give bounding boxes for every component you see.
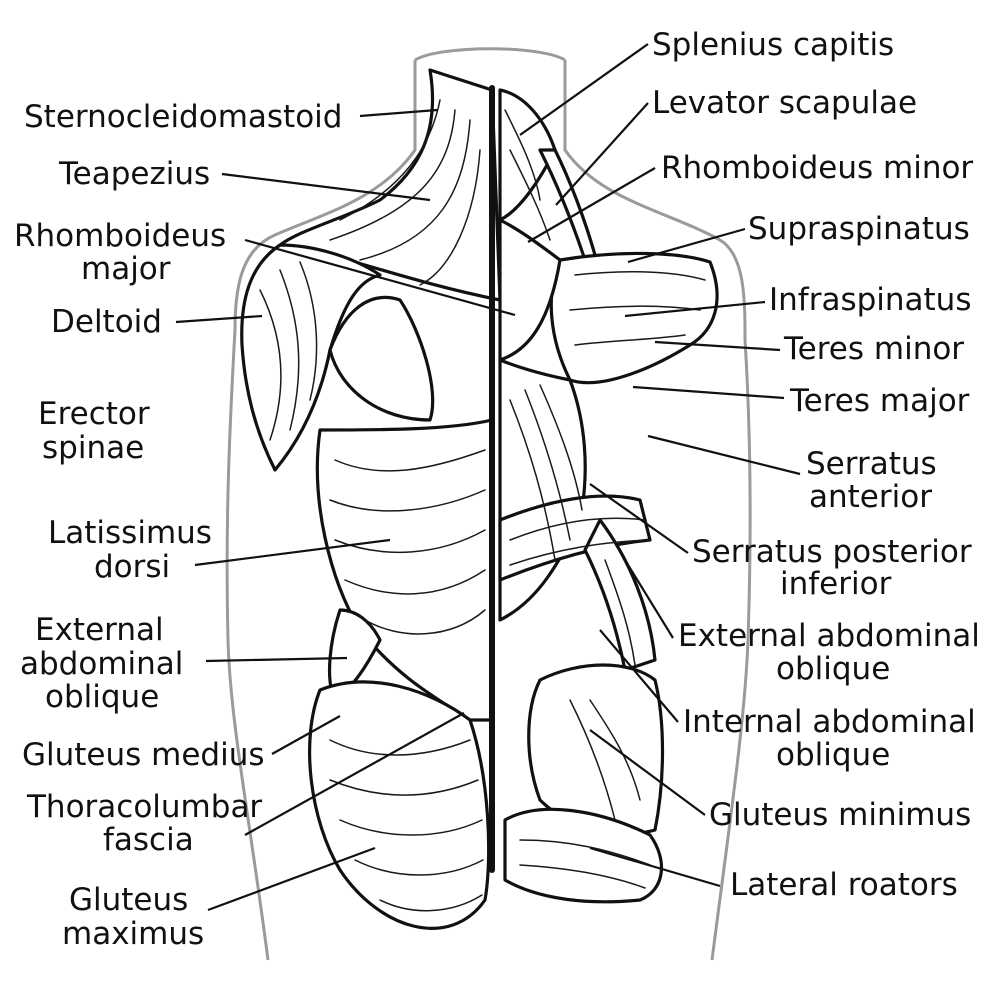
label-external-abdominal-oblique-right-line2: oblique [776,651,890,687]
label-gluteus-medius: Gluteus medius [22,737,265,773]
label-internal-abdominal-oblique-line2: oblique [776,737,890,773]
label-erector-spinae-line2: spinae [42,430,144,466]
leader-gluteus-minimus [589,729,706,816]
label-rhomboideus-major-line2: major [81,251,171,287]
leader-deltoid [175,314,263,324]
label-deltoid: Deltoid [51,304,162,340]
left-labels: Sternocleidomastoid Teapezius Rhomboideu… [14,99,342,952]
leader-thoracolumbar-fascia [244,712,465,836]
label-infraspinatus: Infraspinatus [769,282,971,318]
scapula-region [328,295,435,422]
label-supraspinatus: Supraspinatus [748,211,970,247]
label-serratus-posterior-inferior-line1: Serratus posterior [692,534,972,570]
label-external-abdominal-oblique-right-line1: External abdominal [678,618,980,654]
leader-gluteus-maximus [207,846,376,912]
leader-latissimus-dorsi [194,538,391,567]
label-gluteus-maximus-line1: Gluteus [69,882,188,918]
right-muscle-group [498,88,719,904]
leader-external-oblique-right [624,559,674,639]
label-serratus-anterior-line2: anterior [809,479,932,515]
levator-shape [538,148,597,262]
scapula-right-shape [549,251,719,385]
label-serratus-posterior-inferior-line2: inferior [780,566,892,602]
label-teapezius: Teapezius [58,156,210,192]
lateral-rotators-shape [503,807,664,904]
label-lateral-roators: Lateral roators [730,867,958,903]
leader-lateral-roators [589,846,721,888]
label-serratus-anterior-line1: Serratus [806,446,937,482]
label-internal-abdominal-oblique-line1: Internal abdominal [683,704,976,740]
left-muscle-group [240,68,502,930]
rhomboids-right-shape [498,218,562,362]
leader-supraspinatus [627,227,746,264]
label-external-abdominal-oblique-left-line2: abdominal [20,646,183,682]
leader-rhomboideus-major [244,238,516,317]
label-rhomboideus-major-line1: Rhomboideus [14,218,226,254]
leader-splenius-capitis [519,43,649,136]
label-teres-major: Teres major [789,383,970,419]
label-external-abdominal-oblique-left-line1: External [35,612,164,648]
leader-lines [175,43,801,912]
label-sternocleidomastoid: Sternocleidomastoid [24,99,342,135]
gluteus-minimus-shape [527,663,665,836]
gluteus-maximus-shape [307,680,491,930]
leader-sternocleidomastoid [359,108,438,118]
serratus-posterior-shape [498,494,652,582]
label-teres-minor: Teres minor [783,331,964,367]
leader-gluteus-medius [271,715,341,755]
leader-teapezius [221,172,431,202]
leader-rhomboideus-minor [527,167,656,243]
label-splenius-capitis: Splenius capitis [652,27,894,63]
trapezius-shape [278,68,502,302]
latissimus-dorsi-shape [315,418,494,722]
label-levator-scapulae: Levator scapulae [652,85,917,121]
leader-serratus-posterior-inferior [589,483,689,554]
label-rhomboideus-minor: Rhomboideus minor [661,150,973,186]
leader-serratus-anterior [647,434,801,476]
leader-teres-minor [654,340,781,352]
label-latissimus-dorsi-line2: dorsi [94,549,170,585]
leader-infraspinatus [624,300,766,318]
leader-internal-oblique-right [599,629,679,723]
leader-levator-scapulae [555,102,649,206]
label-thoracolumbar-fascia-line2: fascia [103,822,194,858]
label-external-abdominal-oblique-left-line3: oblique [45,679,159,715]
leader-teres-major [632,385,785,400]
label-latissimus-dorsi-line1: Latissimus [48,515,212,551]
label-gluteus-maximus-line2: maximus [62,916,204,952]
label-erector-spinae-line1: Erector [38,396,150,432]
leader-external-oblique-left [205,656,348,663]
label-gluteus-minimus: Gluteus minimus [709,797,971,833]
erector-spinae-right-shape [498,358,587,622]
label-thoracolumbar-fascia-line1: Thoracolumbar [26,789,262,825]
right-labels: Splenius capitis Levator scapulae Rhombo… [652,27,980,903]
